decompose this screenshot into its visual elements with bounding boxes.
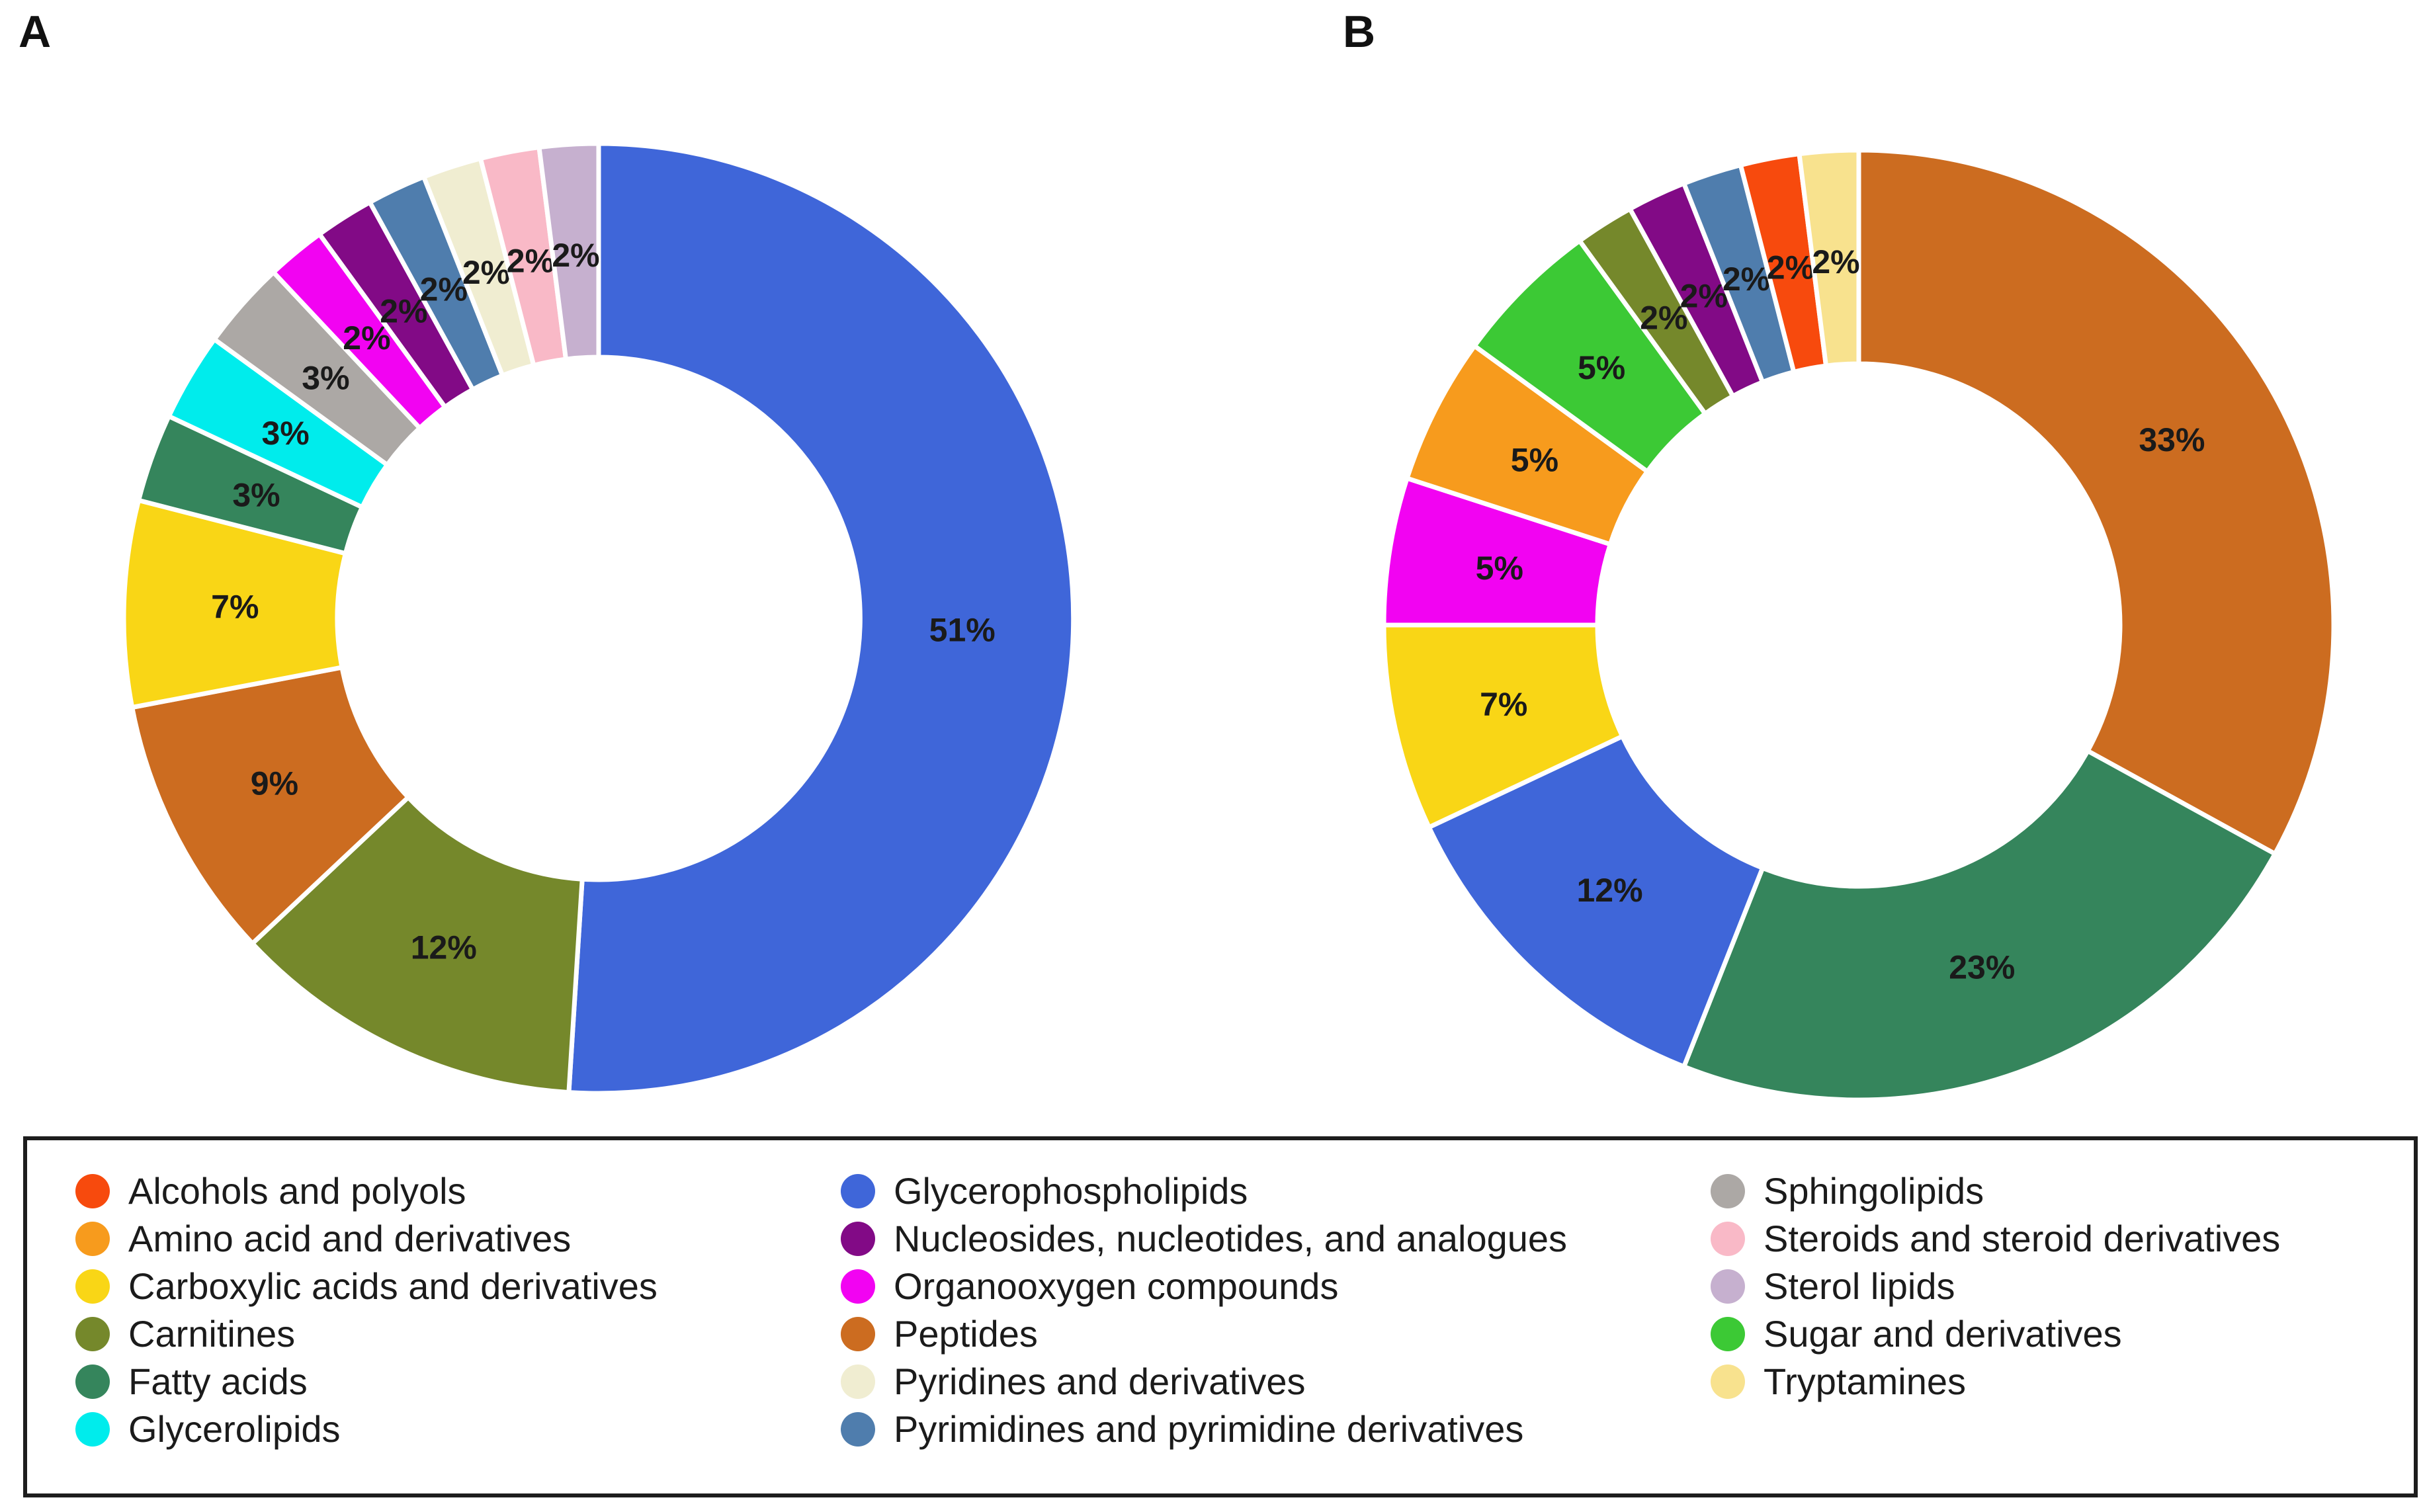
legend-swatch bbox=[1711, 1269, 1745, 1304]
legend-item: Glycerolipids bbox=[75, 1406, 341, 1453]
legend-label: Nucleosides, nucleotides, and analogues bbox=[894, 1218, 1568, 1259]
donut-chart-a: 51%12%9%7%3%3%3%2%2%2%2%2%2% bbox=[121, 141, 1076, 1096]
slice-percentage-label: 3% bbox=[302, 359, 349, 396]
legend-label: Sphingolipids bbox=[1764, 1170, 1984, 1212]
panel-b-label: B bbox=[1343, 7, 1376, 57]
legend-item: Pyridines and derivatives bbox=[841, 1358, 1306, 1406]
slice-percentage-label: 33% bbox=[2139, 421, 2205, 458]
slice-percentage-label: 5% bbox=[1578, 349, 1625, 386]
donut-slice bbox=[250, 794, 585, 1095]
legend-swatch bbox=[841, 1365, 875, 1399]
slice-percentage-label: 2% bbox=[552, 237, 599, 274]
legend-swatch bbox=[1711, 1174, 1745, 1208]
legend-item: Fatty acids bbox=[75, 1358, 308, 1406]
legend-label: Sugar and derivatives bbox=[1764, 1313, 2122, 1355]
donut-slice bbox=[566, 141, 1076, 1096]
legend-swatch bbox=[75, 1317, 110, 1351]
donut-slice bbox=[1797, 147, 1861, 368]
legend-label: Peptides bbox=[894, 1313, 1038, 1355]
slice-percentage-label: 12% bbox=[411, 929, 477, 966]
donut-slice bbox=[1681, 748, 2277, 1103]
legend-item: Sphingolipids bbox=[1711, 1167, 1984, 1215]
donut-slice bbox=[1856, 147, 2336, 857]
legend-swatch bbox=[75, 1174, 110, 1208]
legend-label: Alcohols and polyols bbox=[128, 1170, 466, 1212]
legend-swatch bbox=[841, 1412, 875, 1447]
legend-item: Tryptamines bbox=[1711, 1358, 1966, 1406]
legend-item: Organooxygen compounds bbox=[841, 1263, 1338, 1310]
legend-label: Organooxygen compounds bbox=[894, 1265, 1339, 1307]
legend-swatch bbox=[841, 1269, 875, 1304]
slice-percentage-label: 2% bbox=[380, 293, 427, 330]
slice-percentage-label: 2% bbox=[1723, 261, 1770, 298]
donut-chart-b: 33%23%12%7%5%5%5%2%2%2%2%2% bbox=[1381, 147, 2336, 1103]
legend-label: Pyridines and derivatives bbox=[894, 1361, 1306, 1402]
donut-slice bbox=[536, 141, 601, 362]
legend-swatch bbox=[75, 1269, 110, 1304]
legend-label: Fatty acids bbox=[128, 1361, 308, 1402]
legend-item: Sugar and derivatives bbox=[1711, 1310, 2122, 1358]
panel-a-label: A bbox=[19, 7, 52, 57]
slice-percentage-label: 3% bbox=[232, 477, 280, 514]
legend-label: Carnitines bbox=[128, 1313, 296, 1355]
slice-percentage-label: 51% bbox=[929, 611, 996, 648]
legend-label: Amino acid and derivatives bbox=[128, 1218, 572, 1259]
legend-swatch bbox=[75, 1222, 110, 1256]
donut-slice bbox=[130, 665, 411, 946]
legend-label: Glycerophospholipids bbox=[894, 1170, 1248, 1212]
legend-item: Carnitines bbox=[75, 1310, 295, 1358]
legend-swatch bbox=[75, 1365, 110, 1399]
legend-label: Pyrimidines and pyrimidine derivatives bbox=[894, 1408, 1524, 1450]
legend-swatch bbox=[1711, 1365, 1745, 1399]
slice-percentage-label: 2% bbox=[1812, 243, 1859, 280]
legend-item: Pyrimidines and pyrimidine derivatives bbox=[841, 1406, 1523, 1453]
legend-label: Steroids and steroid derivatives bbox=[1764, 1218, 2281, 1259]
slice-percentage-label: 2% bbox=[420, 271, 468, 308]
legend-item: Carboxylic acids and derivatives bbox=[75, 1263, 658, 1310]
legend-label: Tryptamines bbox=[1764, 1361, 1967, 1402]
slice-percentage-label: 12% bbox=[1576, 872, 1642, 909]
legend-item: Glycerophospholipids bbox=[841, 1167, 1248, 1215]
legend-swatch bbox=[841, 1174, 875, 1208]
legend-label: Carboxylic acids and derivatives bbox=[128, 1265, 658, 1307]
legend-item: Steroids and steroid derivatives bbox=[1711, 1215, 2280, 1263]
slice-percentage-label: 2% bbox=[343, 319, 390, 357]
legend-item: Nucleosides, nucleotides, and analogues bbox=[841, 1215, 1567, 1263]
slice-percentage-label: 2% bbox=[507, 243, 554, 280]
slice-percentage-label: 2% bbox=[1767, 249, 1814, 286]
slice-percentage-label: 2% bbox=[1640, 300, 1687, 337]
donut-slice bbox=[1426, 734, 1766, 1070]
slice-percentage-label: 5% bbox=[1476, 550, 1523, 587]
legend-swatch bbox=[1711, 1222, 1745, 1256]
legend-swatch bbox=[841, 1317, 875, 1351]
slice-percentage-label: 5% bbox=[1511, 441, 1558, 478]
legend-swatch bbox=[841, 1222, 875, 1256]
slice-percentage-label: 2% bbox=[462, 254, 510, 291]
legend-item: Peptides bbox=[841, 1310, 1038, 1358]
slice-percentage-label: 2% bbox=[1680, 277, 1728, 314]
legend-item: Amino acid and derivatives bbox=[75, 1215, 571, 1263]
slice-percentage-label: 23% bbox=[1949, 949, 2015, 986]
slice-percentage-label: 7% bbox=[211, 589, 259, 626]
legend-swatch bbox=[75, 1412, 110, 1447]
slice-percentage-label: 9% bbox=[251, 765, 298, 802]
slice-percentage-label: 7% bbox=[1480, 686, 1527, 723]
legend-swatch bbox=[1711, 1317, 1745, 1351]
legend-item: Sterol lipids bbox=[1711, 1263, 1955, 1310]
legend-label: Sterol lipids bbox=[1764, 1265, 1955, 1307]
legend-item: Alcohols and polyols bbox=[75, 1167, 466, 1215]
legend-label: Glycerolipids bbox=[128, 1408, 341, 1450]
slice-percentage-label: 3% bbox=[261, 415, 309, 452]
